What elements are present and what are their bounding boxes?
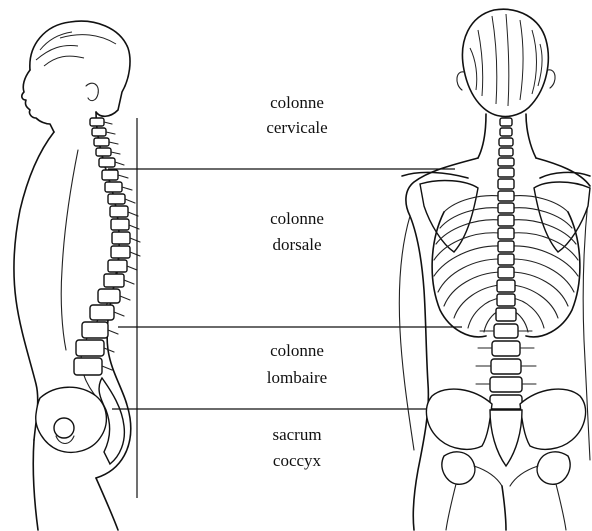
- back-right-femur-head: [537, 452, 570, 484]
- side-head-hair: [30, 21, 130, 116]
- back-right-iliac: [520, 389, 586, 449]
- back-spine: [476, 118, 536, 409]
- side-spine: [74, 118, 140, 405]
- back-hair-strands: [470, 14, 542, 106]
- label-cervical-line2: cervicale: [266, 118, 327, 137]
- side-face-profile: [22, 70, 54, 132]
- back-left-iliac: [426, 389, 492, 449]
- back-sacrum: [490, 410, 522, 466]
- back-view-figure: [399, 9, 590, 530]
- side-hip-bone: [36, 387, 107, 452]
- label-dorsal: colonne dorsale: [270, 209, 324, 254]
- side-hip-socket: [54, 418, 74, 438]
- back-left-femur-head: [442, 452, 475, 484]
- label-sacral-line1: sacrum: [272, 425, 321, 444]
- label-sacral-line2: coccyx: [273, 451, 322, 470]
- region-labels: colonne cervicale colonne dorsale colonn…: [266, 93, 327, 470]
- side-view-figure: [14, 21, 140, 530]
- side-hair-strands: [36, 32, 116, 66]
- back-right-scapula: [534, 182, 590, 252]
- label-dorsal-line2: dorsale: [272, 235, 321, 254]
- side-pelvis: [36, 378, 125, 464]
- label-lumbar-line1: colonne: [270, 341, 324, 360]
- label-cervical-line1: colonne: [270, 93, 324, 112]
- label-lumbar: colonne lombaire: [267, 341, 327, 387]
- back-left-arm: [399, 216, 414, 450]
- back-left-scapula: [420, 181, 478, 252]
- back-pelvis: [426, 389, 585, 530]
- label-sacral: sacrum coccyx: [272, 425, 321, 470]
- label-dorsal-line1: colonne: [270, 209, 324, 228]
- side-arm: [61, 150, 78, 350]
- label-cervical: colonne cervicale: [266, 93, 327, 137]
- label-lumbar-line2: lombaire: [267, 368, 327, 387]
- side-ear: [86, 83, 98, 100]
